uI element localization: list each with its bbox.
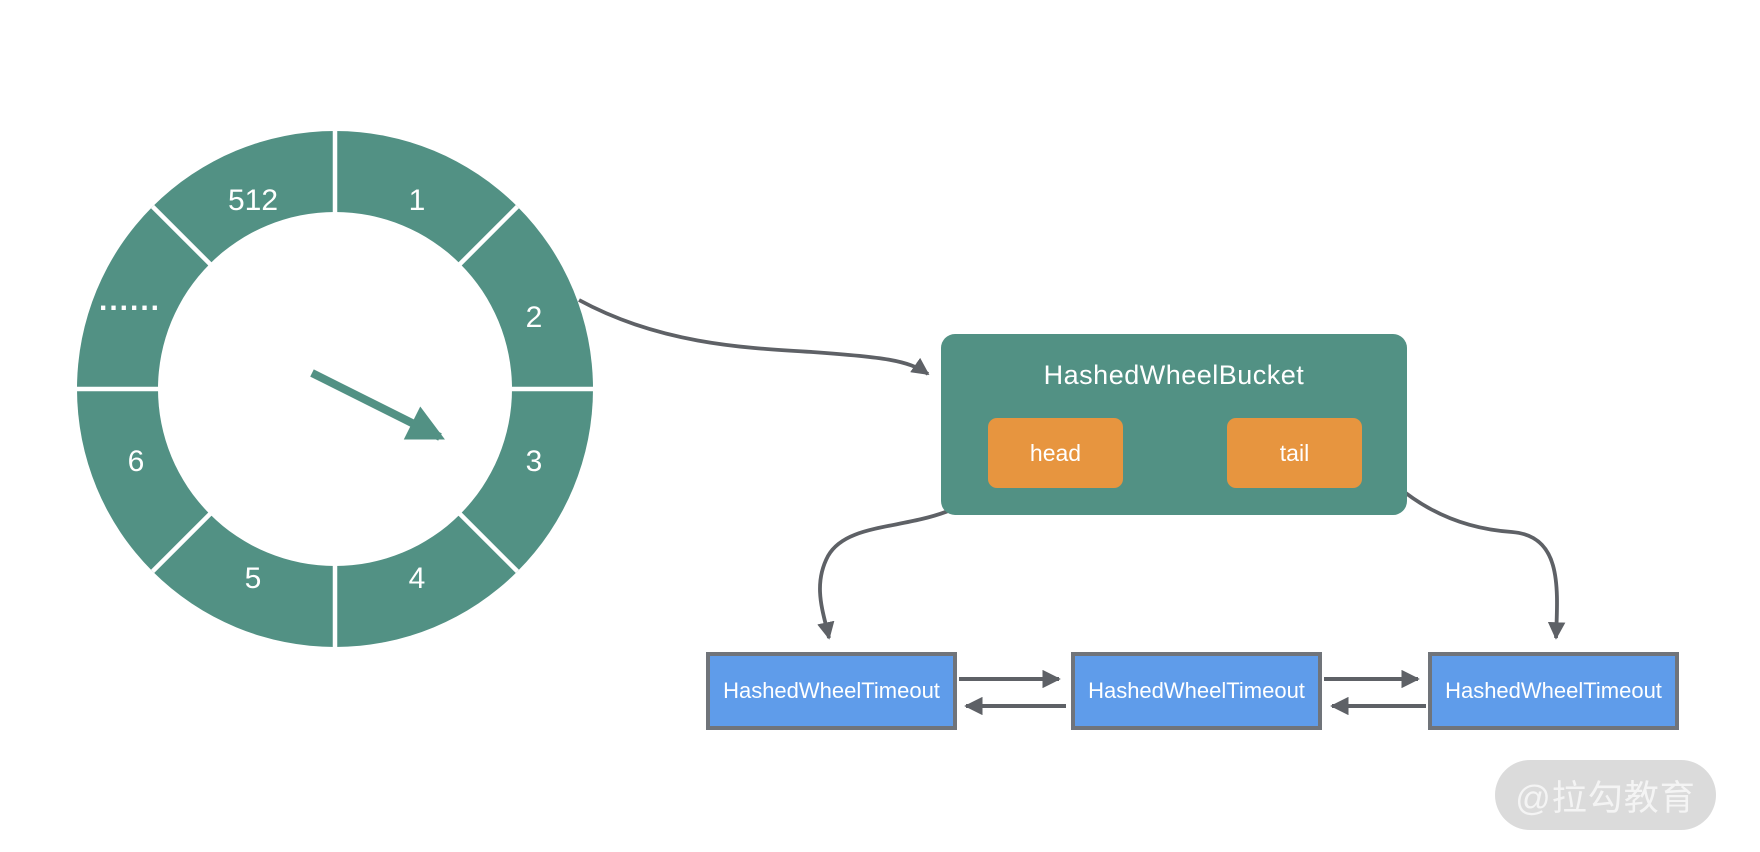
timeout-node-label: HashedWheelTimeout: [1445, 678, 1662, 703]
wheel-dividers: [77, 131, 593, 647]
wheel-slot-label: 3: [526, 445, 543, 478]
wheel-slot-label-ellipsis: ......: [99, 284, 161, 317]
wheel-slot-label: 512: [228, 184, 278, 217]
tail-node-label: tail: [1279, 439, 1310, 466]
wheel-slot-labels: 1 2 3 4 5 6 ...... 512: [99, 184, 542, 595]
timeout-node-label: HashedWheelTimeout: [1088, 678, 1305, 703]
wheel-slot-label: 6: [128, 445, 145, 478]
hashed-wheel-bucket-box: HashedWheelBucket head tail: [941, 334, 1407, 515]
watermark-text: @拉勾教育: [1515, 778, 1696, 818]
tail-node: tail: [1227, 418, 1362, 488]
linked-list-arrows: [959, 669, 1426, 716]
head-node: head: [988, 418, 1123, 488]
watermark-badge: @拉勾教育: [1495, 760, 1716, 830]
wheel-to-bucket-connector: [578, 298, 930, 376]
timeout-node-label: HashedWheelTimeout: [723, 678, 940, 703]
wheel-slot-label: 2: [526, 301, 543, 334]
timeout-node: HashedWheelTimeout: [1428, 652, 1679, 730]
wheel-slot-label: 4: [409, 562, 426, 595]
wheel-slot-label: 1: [409, 184, 426, 217]
timeout-node: HashedWheelTimeout: [1071, 652, 1322, 730]
head-node-label: head: [1029, 439, 1082, 466]
wheel-slot-label: 5: [245, 562, 262, 595]
timeout-node: HashedWheelTimeout: [706, 652, 957, 730]
wheel-pointer-arrow: [310, 369, 445, 441]
timing-wheel: 1 2 3 4 5 6 ...... 512: [77, 131, 593, 647]
wheel-ring-inner-hole: [158, 212, 512, 566]
bucket-title: HashedWheelBucket: [1043, 360, 1305, 390]
